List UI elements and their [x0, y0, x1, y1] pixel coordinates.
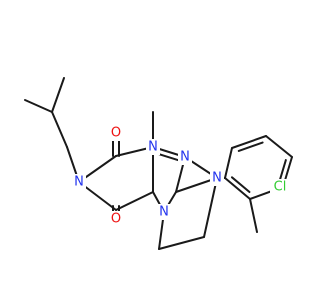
- molecule-canvas: O O N N N N N Cl: [24, 77, 293, 250]
- atom-n1: N: [146, 139, 160, 155]
- bond-aryl: [224, 147, 233, 179]
- bond-aryl: [224, 177, 251, 200]
- bond-ch2-ch2: [158, 236, 205, 250]
- atom-n-imidazo: N: [157, 204, 171, 220]
- atom-chlorine: Cl: [270, 179, 290, 195]
- bond-ch2-ch: [51, 111, 68, 148]
- bond-c6-c4: [115, 191, 154, 211]
- atom-o-top: O: [109, 125, 123, 141]
- bond-c5-n7-double: [155, 152, 180, 162]
- chemical-structure: O O N N N N N Cl: [24, 77, 293, 250]
- oxygen-label: O: [111, 212, 121, 227]
- bond-aryl: [265, 135, 293, 158]
- bond-aryl-double: [237, 141, 264, 152]
- bond-ch-me2: [51, 77, 65, 113]
- atom-labels: O O N N N N N Cl: [72, 125, 290, 227]
- nitrogen-label: N: [212, 171, 222, 186]
- nitrogen-label: N: [148, 140, 158, 155]
- atom-n3: N: [72, 174, 86, 190]
- bond-aryl: [231, 135, 267, 149]
- atom-n-aryl: N: [210, 170, 224, 186]
- nitrogen-label: N: [74, 175, 84, 190]
- bond-ch2-naryl: [203, 177, 218, 238]
- atom-o-bottom: O: [109, 211, 123, 227]
- bond-aryl-double: [278, 159, 287, 183]
- bonds: [24, 77, 293, 250]
- bond-aryl-double: [230, 176, 251, 194]
- chlorine-label: Cl: [274, 180, 287, 195]
- nitrogen-label: N: [180, 150, 190, 165]
- oxygen-label: O: [111, 126, 121, 141]
- nitrogen-label: N: [159, 205, 169, 220]
- bond-aryl-methyl: [249, 198, 258, 233]
- atom-n-ring: N: [178, 149, 192, 165]
- bond-ch-me1: [24, 99, 53, 113]
